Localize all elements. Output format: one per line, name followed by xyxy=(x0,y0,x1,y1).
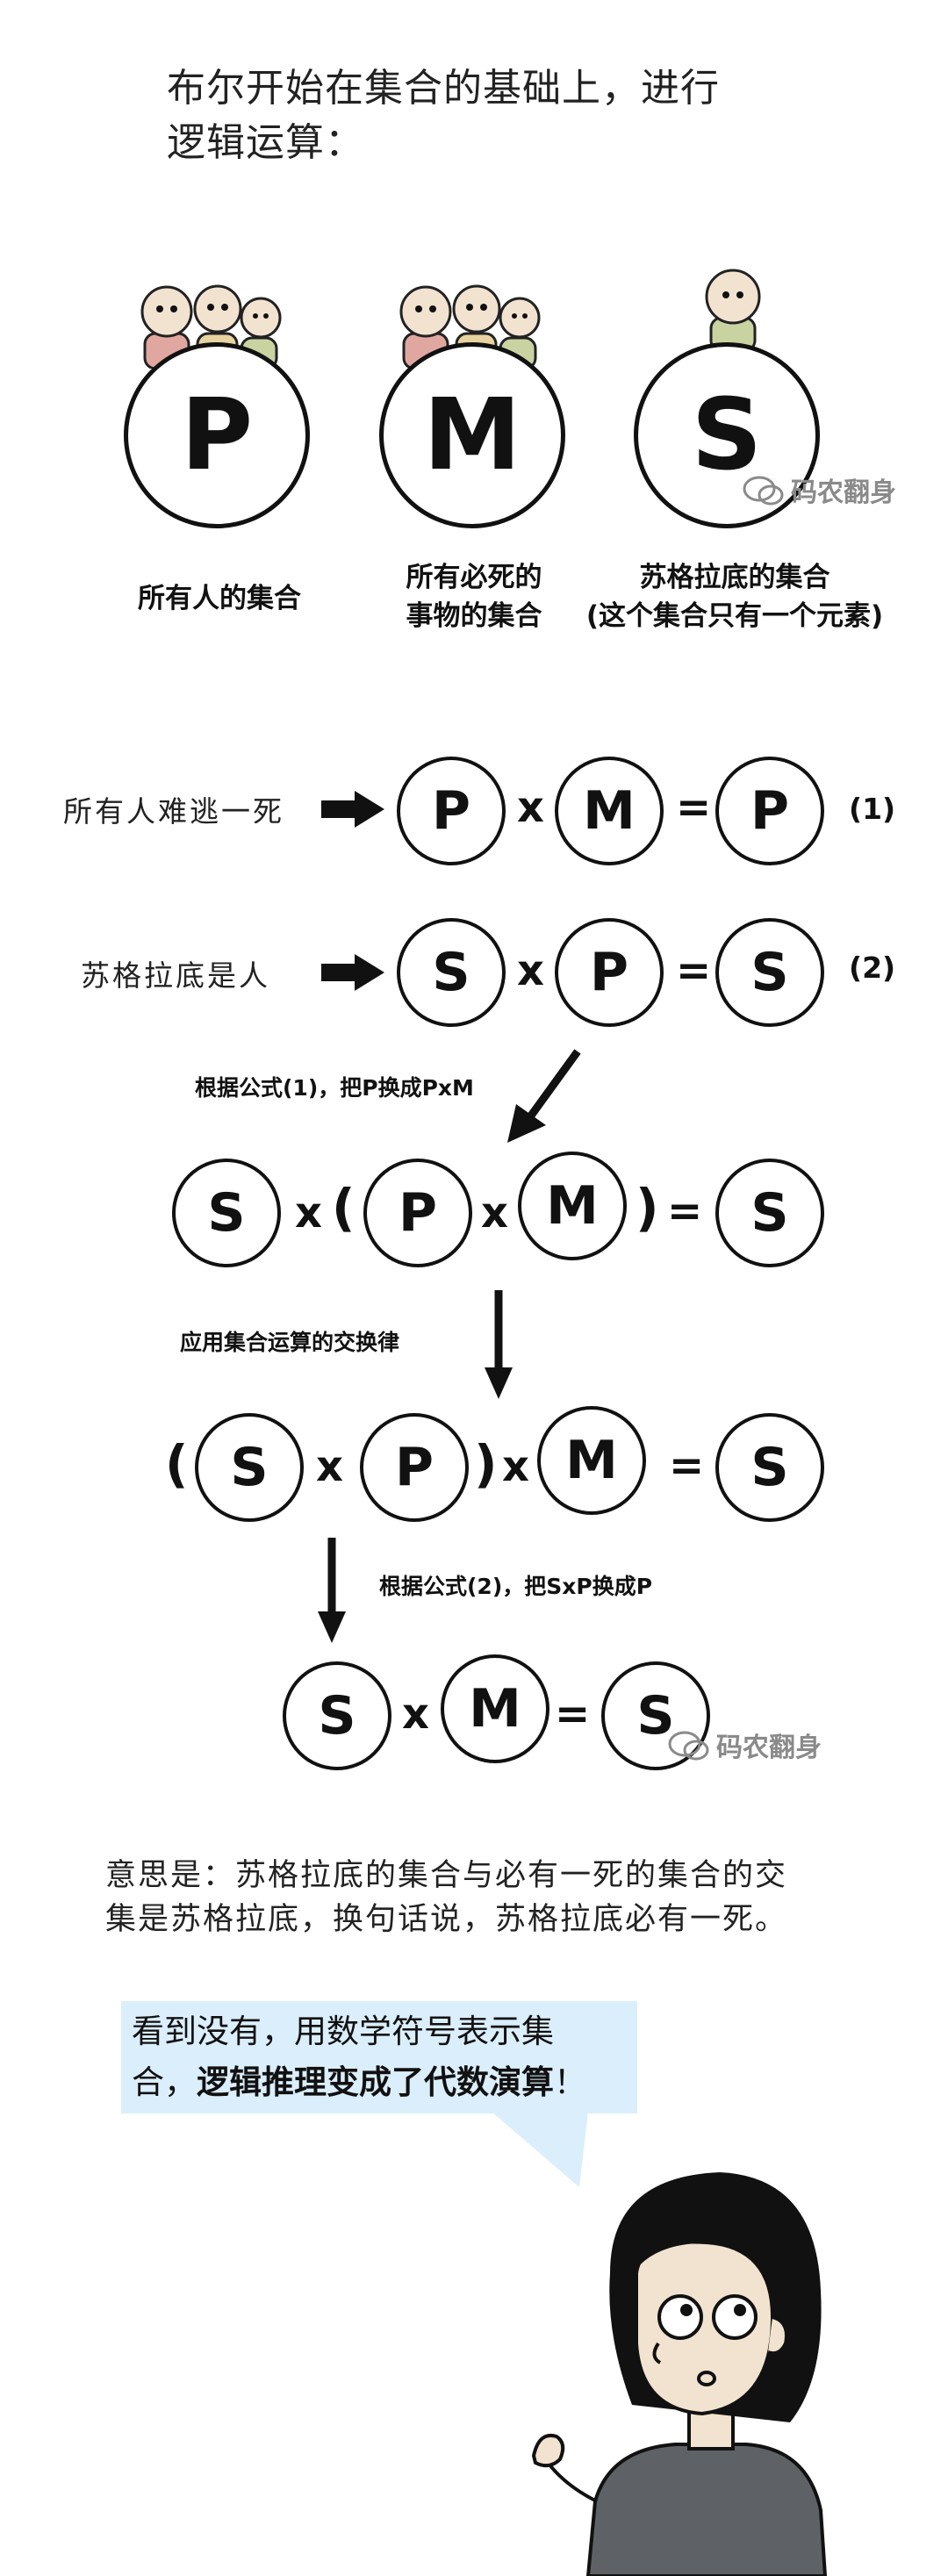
formula-2-circle-result: S xyxy=(715,918,824,1027)
set-circle-m: M xyxy=(379,342,565,528)
line3-circle-s: S xyxy=(172,1159,281,1267)
formula-1-circle-p: P xyxy=(397,757,506,865)
premise-2-text: 苏格拉底是人 xyxy=(81,958,270,993)
meaning-text: 意思是：苏格拉底的集合与必有一死的集合的交 集是苏格拉底，换句话说，苏格拉底必有… xyxy=(105,1854,860,1941)
times-symbol: x xyxy=(517,783,544,832)
line4-circle-p: P xyxy=(360,1413,469,1522)
intro-line-2: 逻辑运算： xyxy=(167,120,364,165)
line5-circle-result: S xyxy=(601,1661,710,1770)
meaning-line-1: 意思是：苏格拉底的集合与必有一死的集合的交 xyxy=(105,1858,788,1893)
line5-circle-m: M xyxy=(441,1654,549,1763)
step-note-1: 根据公式(1)，把P换成PxM xyxy=(195,1075,474,1101)
arrow-down-icon xyxy=(318,1538,346,1643)
speech-bubble-text: 看到没有，用数学符号表示集 合，逻辑推理变成了代数演算！ xyxy=(132,2006,641,2108)
right-paren: ) xyxy=(474,1434,498,1494)
step-note-2: 应用集合运算的交换律 xyxy=(180,1330,400,1355)
left-paren: ( xyxy=(165,1434,189,1494)
socrates-head-illustration xyxy=(705,269,761,351)
equals-symbol: = xyxy=(676,783,712,832)
set-circle-s: S xyxy=(634,342,820,528)
set-label-s-line1: 苏格拉底的集合 xyxy=(639,562,830,593)
arrow-right-icon xyxy=(321,791,384,828)
equals-symbol: = xyxy=(669,1441,705,1490)
line3-circle-m: M xyxy=(518,1152,627,1260)
wechat-icon xyxy=(668,1731,709,1761)
bubble-line-2: 合，逻辑推理变成了代数演算！ xyxy=(132,2057,641,2108)
set-label-p-line1: 所有人的集合 xyxy=(138,583,301,614)
equals-symbol: = xyxy=(555,1690,591,1739)
intro-line-1: 布尔开始在集合的基础上，进行 xyxy=(167,66,720,111)
set-circle-p: P xyxy=(124,342,310,528)
times-symbol: x xyxy=(402,1690,429,1739)
formula-1-circle-result: P xyxy=(715,757,824,865)
formula-number-2: (2) xyxy=(849,951,896,985)
cartoon-character-illustration xyxy=(531,2172,828,2576)
line4-circle-result: S xyxy=(715,1413,824,1522)
set-label-p: 所有人的集合 xyxy=(114,579,325,618)
line4-circle-s: S xyxy=(195,1413,304,1522)
set-label-m-line2: 事物的集合 xyxy=(406,600,542,632)
wechat-icon xyxy=(743,476,784,506)
watermark: 码农翻身 xyxy=(742,470,896,509)
set-label-s-line2: (这个集合只有一个元素) xyxy=(585,600,884,632)
watermark: 码农翻身 xyxy=(667,1726,822,1764)
meaning-line-2: 集是苏格拉底，换句话说，苏格拉底必有一死。 xyxy=(105,1902,788,1937)
line5-circle-s: S xyxy=(283,1661,391,1770)
formula-number-1: (1) xyxy=(849,792,896,826)
watermark-text: 码农翻身 xyxy=(791,477,896,508)
bubble-line-2-end: ！ xyxy=(554,2063,586,2101)
line3-circle-p: P xyxy=(363,1159,472,1267)
bubble-line-2-plain: 合， xyxy=(132,2063,197,2101)
times-symbol: x xyxy=(517,946,544,995)
intro-text: 布尔开始在集合的基础上，进行 逻辑运算： xyxy=(167,61,834,170)
times-symbol: x xyxy=(316,1442,343,1491)
premise-1-text: 所有人难逃一死 xyxy=(63,794,284,829)
speech-bubble xyxy=(121,2001,637,2113)
times-symbol: x xyxy=(295,1188,322,1238)
set-label-m-line1: 所有必死的 xyxy=(406,562,542,593)
arrow-down-left-icon xyxy=(507,1049,581,1143)
formula-1-circle-m: M xyxy=(555,757,664,865)
right-paren: ) xyxy=(636,1178,659,1238)
times-symbol: x xyxy=(481,1188,508,1238)
bubble-line-1: 看到没有，用数学符号表示集 xyxy=(132,2013,554,2050)
left-paren: ( xyxy=(332,1178,356,1238)
formula-2-circle-s: S xyxy=(397,918,506,1027)
watermark-text: 码农翻身 xyxy=(716,1733,822,1763)
speech-bubble-tail xyxy=(492,2112,588,2187)
step-note-3: 根据公式(2)，把SxP换成P xyxy=(379,1574,653,1599)
times-symbol: x xyxy=(502,1442,529,1491)
set-label-m: 所有必死的 事物的集合 xyxy=(369,558,579,635)
arrow-down-icon xyxy=(485,1290,513,1399)
bubble-line-2-bold: 逻辑推理变成了代数演算 xyxy=(197,2063,554,2101)
equals-symbol: = xyxy=(667,1187,703,1236)
set-label-s: 苏格拉底的集合 (这个集合只有一个元素) xyxy=(555,558,915,635)
line4-circle-m: M xyxy=(537,1406,646,1515)
line3-circle-result: S xyxy=(715,1159,824,1267)
equals-symbol: = xyxy=(676,946,712,995)
arrow-right-icon xyxy=(321,954,384,991)
formula-2-circle-p: P xyxy=(555,918,664,1027)
